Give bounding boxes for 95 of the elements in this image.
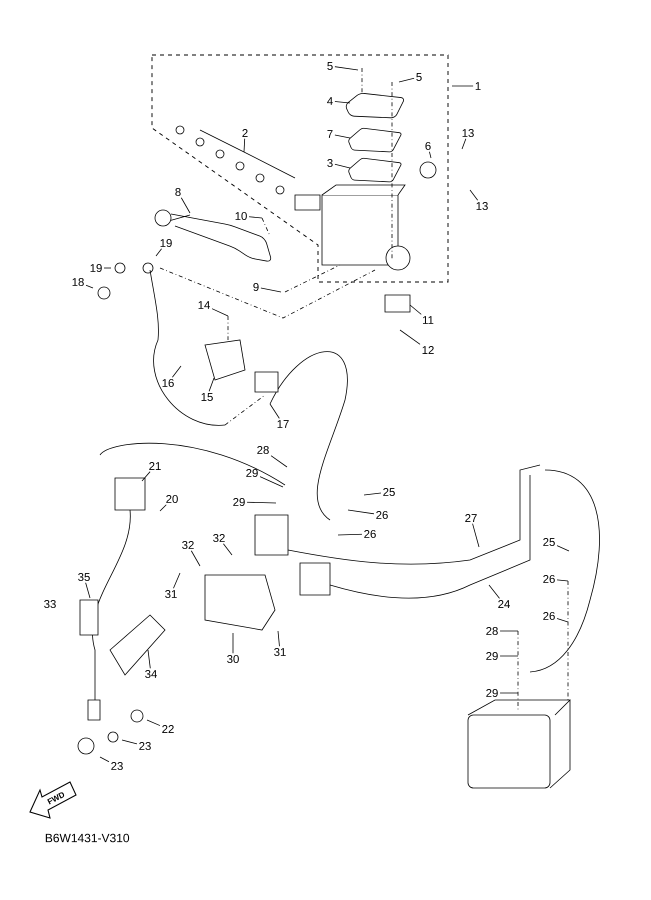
leader-line	[232, 632, 234, 654]
callout-number: 7	[327, 130, 333, 138]
leader-line	[248, 216, 262, 218]
callout-number: 29	[233, 498, 245, 506]
leader-line	[260, 288, 282, 292]
callout-number: 26	[364, 530, 376, 538]
callout-number: 5	[416, 73, 422, 81]
leader-line	[398, 78, 415, 82]
leader-line	[278, 630, 280, 647]
callout-number: 24	[498, 600, 510, 608]
callout-number: 14	[198, 301, 210, 309]
callout-number: 13	[462, 129, 474, 137]
leader-line	[488, 584, 500, 599]
leader-line	[400, 330, 420, 345]
callout-number: 23	[139, 742, 151, 750]
callout-number: 11	[422, 316, 434, 324]
leader-line	[148, 650, 151, 669]
callout-number: 2	[242, 129, 248, 137]
callout-number: 22	[162, 725, 174, 733]
leader-line	[334, 101, 350, 104]
leader-line	[556, 579, 568, 582]
callout-number: 29	[246, 469, 258, 478]
callout-number: 35	[78, 573, 90, 582]
callout-number: 26	[543, 575, 555, 584]
callout-number: 33	[44, 600, 56, 608]
callout-number: 32	[182, 541, 194, 550]
leader-line	[334, 164, 350, 168]
leader-line	[246, 502, 276, 504]
leader-line	[556, 618, 568, 622]
callout-number: 25	[383, 488, 395, 496]
leader-line	[208, 378, 214, 392]
leader-line	[244, 138, 246, 152]
leader-line	[556, 545, 570, 552]
leader-line	[348, 510, 374, 514]
callout-number: 12	[422, 346, 434, 354]
callout-number: 23	[111, 762, 123, 770]
callout-number: 1	[476, 82, 481, 90]
callout-number: 16	[162, 379, 174, 388]
leader-line	[410, 304, 422, 315]
leader-line	[270, 404, 280, 419]
callout-number: 26	[376, 511, 388, 520]
callout-number: 29	[486, 689, 498, 698]
callout-number: 20	[166, 495, 178, 504]
callout-number: 8	[175, 188, 181, 196]
leader-line	[334, 134, 350, 138]
leader-line	[334, 66, 358, 70]
callout-number: 18	[72, 278, 84, 286]
leader-line	[100, 756, 110, 762]
callout-number: 21	[149, 462, 161, 470]
leader-line	[500, 630, 518, 632]
leader-line	[173, 572, 180, 589]
leader-line	[142, 471, 150, 482]
callout-number: 34	[145, 670, 157, 678]
leader-line	[212, 308, 228, 316]
leader-line	[429, 151, 432, 158]
callout-number: 32	[213, 534, 225, 542]
callout-number: 19	[160, 239, 172, 248]
leader-line	[190, 550, 200, 566]
leader-line	[122, 740, 138, 744]
callout-number: 9	[253, 283, 259, 292]
callout-number: 10	[236, 212, 247, 220]
callout-number: 29	[486, 652, 498, 660]
callout-number: 31	[165, 590, 177, 598]
leader-line	[364, 492, 382, 496]
leader-line	[260, 476, 284, 488]
callout-number: 19	[90, 264, 102, 272]
leader-line	[223, 543, 232, 556]
callout-number: 6	[425, 142, 431, 150]
leader-line	[270, 455, 288, 468]
leader-line	[160, 504, 167, 512]
leader-line	[338, 534, 362, 536]
callout-number: 30	[227, 655, 239, 664]
callout-number: 4	[327, 97, 333, 105]
leader-line	[146, 720, 160, 726]
callout-number: 25	[543, 538, 555, 546]
leader-line	[172, 366, 182, 378]
leader-line	[470, 190, 478, 201]
leader-line	[180, 197, 190, 214]
leader-line	[500, 692, 518, 694]
callout-number: 17	[278, 420, 289, 428]
leader-line	[462, 138, 466, 150]
callout-number: 26	[543, 612, 555, 620]
callout-number: 27	[465, 514, 477, 522]
callout-number: 3	[327, 159, 333, 167]
callout-number: 13	[476, 202, 488, 210]
leader-line	[156, 248, 162, 256]
callout-number: 28	[486, 627, 498, 636]
leader-line	[85, 582, 90, 598]
leader-line	[86, 284, 94, 288]
callout-number: 28	[257, 446, 269, 454]
callout-number: 31	[274, 648, 286, 656]
callout-number: 5	[327, 62, 333, 70]
drawing-code: B6W1431-V310	[46, 834, 130, 842]
leader-line	[472, 523, 480, 548]
callout-number: 15	[202, 393, 213, 401]
